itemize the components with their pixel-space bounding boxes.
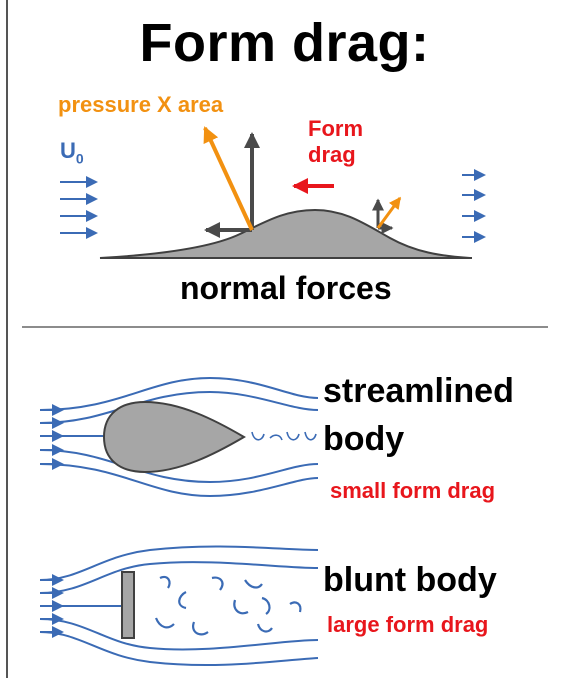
- outgoing-flow-arrows: [462, 169, 486, 243]
- small-wake-eddies: [251, 431, 317, 441]
- streamlined-inflow-arrows: [40, 404, 64, 470]
- streamlined-title-line1: streamlined: [323, 372, 514, 410]
- hill-shape: [99, 208, 471, 259]
- velocity-subscript: 0: [75, 150, 84, 167]
- blunt-inflow-arrows: [40, 574, 64, 638]
- velocity-symbol: U: [60, 138, 76, 163]
- form-drag-label-line1: Form: [308, 116, 363, 141]
- large-form-drag-note: large form drag: [327, 612, 489, 637]
- blunt-body-title: blunt body: [323, 561, 497, 599]
- small-pressure-arrow: [376, 196, 402, 229]
- small-form-drag-note: small form drag: [330, 478, 496, 503]
- streamlined-title-line2: body: [323, 420, 405, 458]
- pressure-area-arrow: [203, 126, 254, 231]
- blunt-streamlines: [39, 545, 319, 667]
- form-drag-label-line2: drag: [308, 142, 356, 167]
- blunt-body-plate: [121, 571, 135, 639]
- pressure-area-label: pressure X area: [58, 92, 224, 117]
- incoming-flow-arrows: [60, 176, 98, 239]
- velocity-label: U0: [60, 138, 84, 166]
- large-wake-eddies: [154, 575, 302, 636]
- page-title: Form drag:: [139, 13, 430, 73]
- streamlined-body-shape: [102, 400, 246, 474]
- normal-forces-caption: normal forces: [180, 270, 392, 306]
